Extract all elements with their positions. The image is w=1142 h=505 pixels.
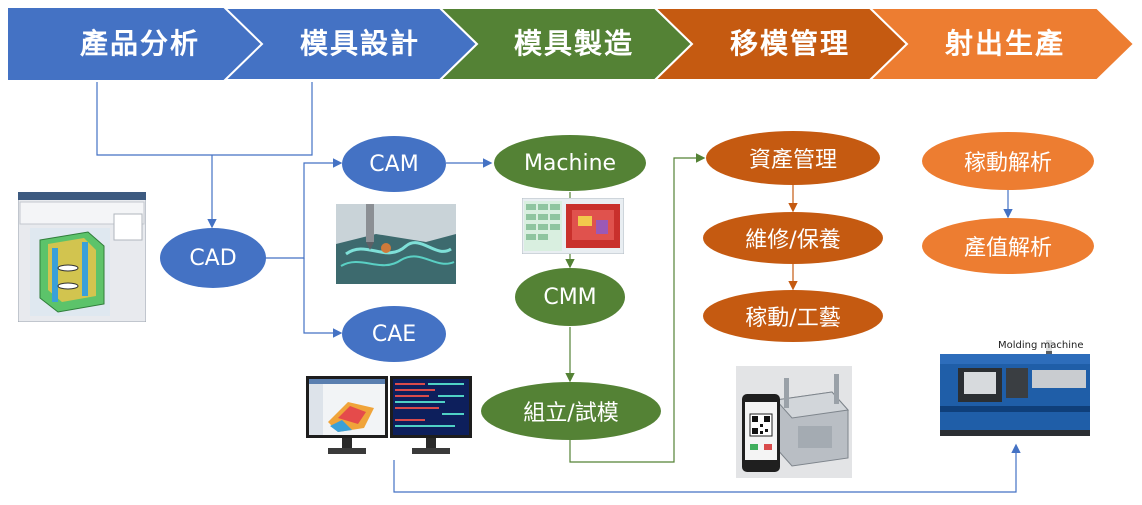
node-cae: CAE — [342, 306, 446, 362]
qr-mold-image — [736, 366, 852, 478]
machine-screenshot-image — [522, 198, 624, 254]
machine-software-screenshot — [522, 198, 624, 254]
connector-cad-to-cae — [303, 258, 343, 338]
cae-simulation-monitors — [304, 374, 474, 462]
stage-label-injection-production: 射出生產 — [944, 27, 1065, 60]
node-assembly-trial: 組立/試模 — [481, 382, 661, 440]
node-cmm: CMM — [515, 268, 625, 326]
node-output-analysis: 產值解析 — [922, 218, 1094, 274]
stage-label-product-analysis: 產品分析 — [79, 27, 200, 60]
cam-photo-image — [336, 204, 456, 284]
stage-label-mold-management: 移模管理 — [729, 27, 850, 60]
stage-chevron-injection-production — [867, 7, 1136, 81]
node-cad: CAD — [160, 228, 266, 288]
node-machine: Machine — [494, 135, 646, 191]
cae-monitors-image — [306, 376, 472, 454]
stage-label-mold-manufacture: 模具製造 — [513, 27, 634, 60]
node-repair-maintenance: 維修/保養 — [703, 212, 883, 264]
injection-molding-machine-photo: Molding machine — [934, 340, 1094, 442]
node-operation-process: 稼動/工藝 — [703, 290, 883, 342]
connector-banner-to-cad — [96, 82, 313, 156]
cam-machining-photo — [336, 204, 456, 284]
injection-machine-image — [934, 340, 1094, 442]
node-asset-management: 資產管理 — [706, 131, 880, 185]
node-cam: CAM — [342, 136, 446, 192]
stage-chevrons — [8, 7, 1136, 81]
node-utilization-analysis: 稼動解析 — [922, 132, 1094, 190]
cad-software-screenshot — [18, 192, 146, 322]
injection-machine-caption: Molding machine — [998, 340, 1084, 351]
qr-phone-mold-photo — [736, 366, 852, 478]
connector-cae-to-injection — [393, 443, 1021, 493]
connector-cad-to-cam — [264, 158, 343, 259]
stage-banner: 產品分析 模具設計 模具製造 移模管理 射出生產 — [0, 0, 1142, 90]
stage-label-mold-design: 模具設計 — [299, 27, 420, 60]
stage-chevron-product-analysis — [8, 8, 262, 80]
cad-screenshot-image — [18, 192, 146, 322]
